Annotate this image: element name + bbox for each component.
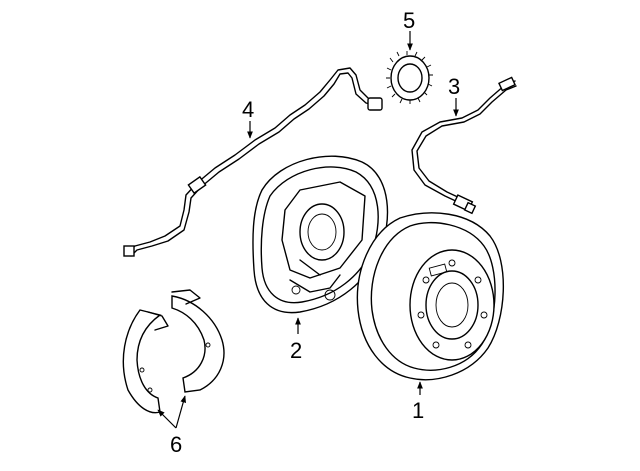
part-1-brake-drum[interactable] xyxy=(356,212,504,381)
callout-label-1: 1 xyxy=(412,398,424,423)
callout-label-3: 3 xyxy=(448,74,460,99)
callout-6: 6 xyxy=(157,395,187,457)
part-6-brake-shoes[interactable] xyxy=(122,289,225,414)
callout-label-2: 2 xyxy=(290,338,302,363)
part-2-backing-plate[interactable] xyxy=(252,155,389,314)
callout-4: 4 xyxy=(242,97,254,139)
callout-group: 1 2 3 4 5 6 xyxy=(157,8,460,457)
callout-3: 3 xyxy=(448,74,460,117)
callout-5: 5 xyxy=(403,8,415,51)
part-4-abs-sensor-wire[interactable] xyxy=(123,67,383,257)
part-3-brake-hose[interactable] xyxy=(411,76,517,215)
callout-label-5: 5 xyxy=(403,8,415,33)
callout-1: 1 xyxy=(412,381,424,423)
part-5-tone-ring[interactable] xyxy=(386,51,433,104)
callout-label-6: 6 xyxy=(170,432,182,457)
callout-2: 2 xyxy=(290,317,302,363)
callout-label-4: 4 xyxy=(242,97,254,122)
